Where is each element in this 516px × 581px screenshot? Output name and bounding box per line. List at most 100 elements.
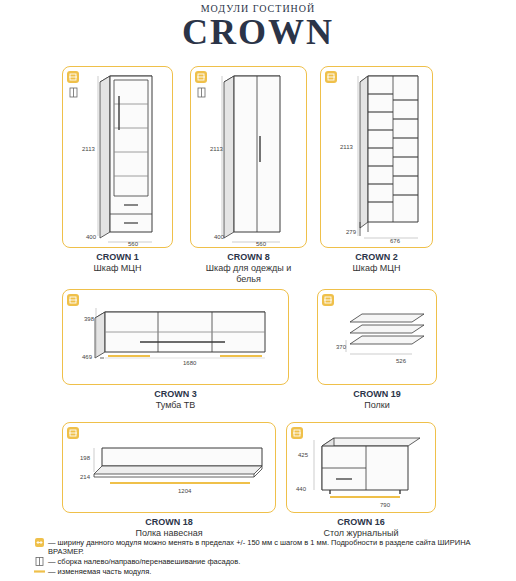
drawing-line	[368, 165, 393, 166]
legend-row: — сборка налево/направо/перенавешивание …	[34, 557, 504, 566]
drawing-line	[257, 76, 258, 232]
caption: CROWN 19Полки	[318, 389, 436, 411]
module-panel: CROWN 2Шкаф МЦН	[320, 66, 433, 248]
width-icon	[325, 71, 337, 83]
drawing-line	[368, 201, 393, 202]
dimension-label: 560	[128, 241, 138, 248]
drawing-line	[124, 222, 138, 223]
drawing-line	[399, 490, 400, 494]
model-name: CROWN 8	[191, 252, 306, 263]
drawing-shape	[95, 312, 105, 358]
drawing-line	[108, 355, 150, 357]
drawing-line	[368, 183, 393, 184]
drawing-line	[220, 355, 262, 357]
drawing-shape	[105, 312, 265, 352]
caption: CROWN 18Полка навесная	[63, 517, 275, 539]
drawing-line	[368, 147, 393, 148]
drawing-line	[393, 99, 418, 100]
width-icon	[291, 427, 303, 439]
model-description: Шкаф для одежды и белья	[199, 263, 299, 285]
drawing-line	[69, 77, 77, 78]
width-icon	[195, 71, 207, 83]
width-icon	[322, 294, 334, 306]
drawing-shape	[350, 314, 424, 322]
drawing-line	[368, 111, 393, 112]
dimension-label: 790	[380, 502, 390, 509]
drawing-line	[254, 469, 262, 477]
drawing-line	[124, 204, 138, 205]
model-description: Полка навесная	[69, 528, 269, 539]
dimension-label: 2113	[82, 146, 95, 153]
legend-sample	[34, 538, 46, 547]
page-title: CROWN	[0, 12, 516, 52]
model-name: CROWN 2	[321, 252, 432, 263]
drawing-line	[393, 137, 418, 138]
drawing-shape	[100, 76, 110, 238]
drawing-line	[114, 176, 148, 177]
drawing-line	[368, 129, 393, 130]
drawing-line	[222, 76, 223, 236]
caption: CROWN 3Тумба ТВ	[63, 389, 288, 411]
drawing-line	[69, 300, 77, 301]
dimension-label: 1204	[178, 488, 191, 495]
dimension-label: 370	[336, 344, 346, 351]
drawing-line	[114, 80, 115, 196]
drawing-line	[293, 433, 301, 434]
drawing-line	[393, 194, 418, 195]
drawing-line	[94, 448, 95, 472]
legend-sample	[34, 567, 46, 576]
drawing-line	[360, 222, 361, 236]
drawing-line	[105, 332, 265, 333]
dimension-label: 214	[80, 474, 90, 481]
drawing-line	[314, 440, 315, 490]
dimension-label: 526	[396, 358, 406, 365]
drawing-line	[140, 341, 225, 343]
dimension-label: 2113	[210, 146, 223, 153]
drawing-line	[324, 300, 332, 301]
drawing-line	[201, 88, 202, 97]
module-panel: CROWN 16Стол журнальный	[286, 422, 436, 513]
dimension-label: 469	[82, 354, 92, 361]
caption: CROWN 16Стол журнальный	[287, 517, 435, 539]
dimension-label: 400	[214, 234, 224, 241]
model-description: Тумба ТВ	[76, 400, 276, 411]
legend-sample	[34, 557, 46, 566]
dimension-label: 398	[84, 316, 94, 323]
drawing-line	[368, 93, 393, 94]
drawing-line	[262, 466, 263, 469]
model-name: CROWN 1	[63, 252, 172, 263]
dimension-label: 676	[390, 238, 400, 245]
drawing-line	[98, 76, 99, 236]
drawing-line	[110, 482, 250, 484]
drawing-line	[197, 77, 205, 78]
drawing-shape	[224, 76, 234, 238]
legend-row: — ширину данного модуля можно менять в п…	[34, 538, 504, 556]
drawing-line	[327, 77, 335, 78]
drawing-shape	[350, 325, 424, 333]
legend-text: — сборка налево/направо/перенавешивание …	[48, 557, 504, 566]
legend-row: — изменяемая часть модуля.	[34, 567, 504, 576]
dimension-label: 198	[80, 455, 90, 462]
drawing-line	[96, 308, 97, 358]
dimension-label: 1680	[183, 360, 196, 367]
legend-text: — изменяемая часть модуля.	[48, 567, 504, 576]
drawing-line	[73, 88, 74, 97]
drawing-line	[330, 496, 400, 498]
model-name: CROWN 18	[63, 517, 275, 528]
model-name: CROWN 3	[63, 389, 288, 400]
dimension-label: 440	[296, 486, 306, 493]
drawing-line	[114, 152, 148, 153]
dimension-label: 425	[298, 452, 308, 459]
dimension-label: 560	[256, 241, 266, 248]
drawing-line	[69, 433, 77, 434]
drawing-line	[148, 80, 149, 196]
legend-text: — ширину данного модуля можно менять в п…	[48, 538, 504, 556]
drawing-line	[336, 478, 352, 479]
model-description: Полки	[322, 400, 432, 411]
model-description: Шкаф МЦН	[323, 263, 431, 274]
module-panel: CROWN 3Тумба ТВ	[62, 289, 289, 385]
drawing-line	[393, 118, 418, 119]
drawing-line	[358, 76, 359, 236]
width-icon	[67, 427, 79, 439]
drawing-line	[393, 76, 394, 222]
